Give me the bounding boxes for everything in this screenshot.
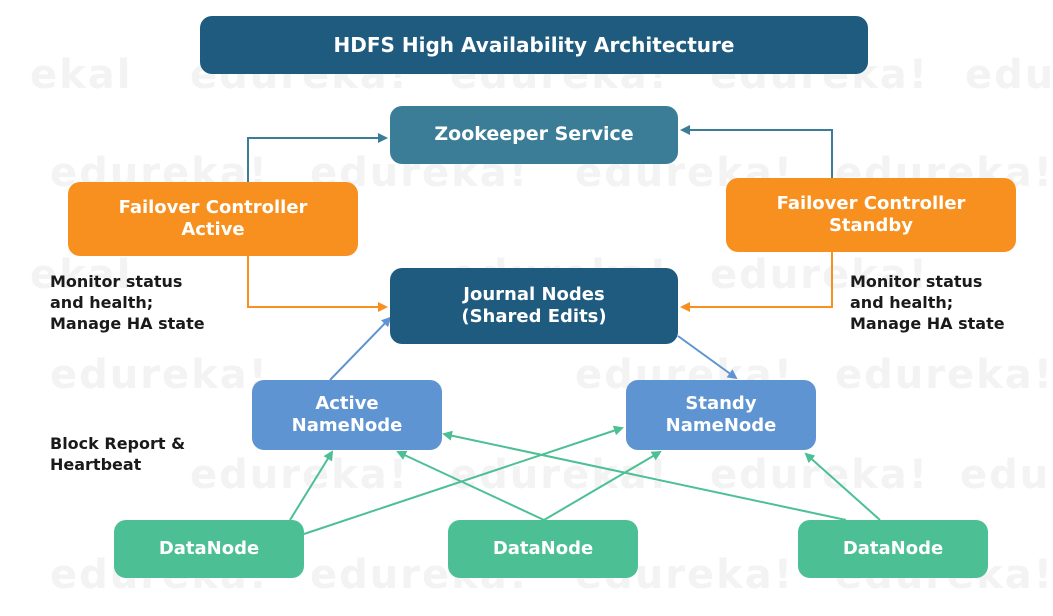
watermark: edureka!	[835, 352, 1053, 398]
failover-controller-active-box: Failover Controller Active	[68, 182, 358, 256]
monitor-label-left: Monitor status and health; Manage HA sta…	[50, 272, 205, 333]
block-report-label: Block Report & Heartbeat	[50, 434, 186, 474]
arrow-active-namenode-to-journal	[329, 316, 392, 381]
watermark: edureka!	[450, 452, 669, 498]
arrow-fc-active-to-zookeeper	[247, 133, 388, 182]
failover-controller-standby-box: Failover Controller Standby	[726, 178, 1016, 252]
arrow-datanode1-to-active	[289, 450, 334, 521]
watermark: edu	[965, 52, 1053, 98]
watermark: edureka!	[710, 452, 929, 498]
arrow-fc-standby-to-journal	[680, 252, 833, 312]
arrow-datanode1-to-standby	[303, 425, 624, 535]
watermark: ekal	[30, 252, 133, 298]
watermark: edureka!	[190, 452, 409, 498]
watermark: edureka!	[710, 252, 929, 298]
datanode-box: DataNode	[448, 520, 638, 578]
arrow-datanode3-to-active	[442, 430, 847, 521]
monitor-label-right: Monitor status and health; Manage HA sta…	[850, 272, 1005, 333]
zookeeper-service-box: Zookeeper Service	[390, 106, 678, 164]
watermark: edureka!	[50, 352, 269, 398]
watermark: ekal	[30, 52, 133, 98]
active-namenode-box: Active NameNode	[252, 380, 442, 450]
arrow-journal-to-standby-namenode	[677, 335, 738, 380]
diagram-title: HDFS High Availability Architecture	[200, 16, 868, 74]
arrow-datanode3-to-standby	[804, 452, 881, 521]
arrow-datanode2-to-standby	[543, 450, 662, 521]
arrow-fc-standby-to-zookeeper	[680, 125, 833, 178]
arrow-datanode2-to-active	[396, 450, 545, 521]
datanode-box: DataNode	[114, 520, 304, 578]
watermark: edu	[960, 452, 1051, 498]
arrow-fc-active-to-journal	[247, 256, 388, 312]
journal-nodes-box: Journal Nodes (Shared Edits)	[390, 268, 678, 344]
datanode-box: DataNode	[798, 520, 988, 578]
standby-namenode-box: Standy NameNode	[626, 380, 816, 450]
